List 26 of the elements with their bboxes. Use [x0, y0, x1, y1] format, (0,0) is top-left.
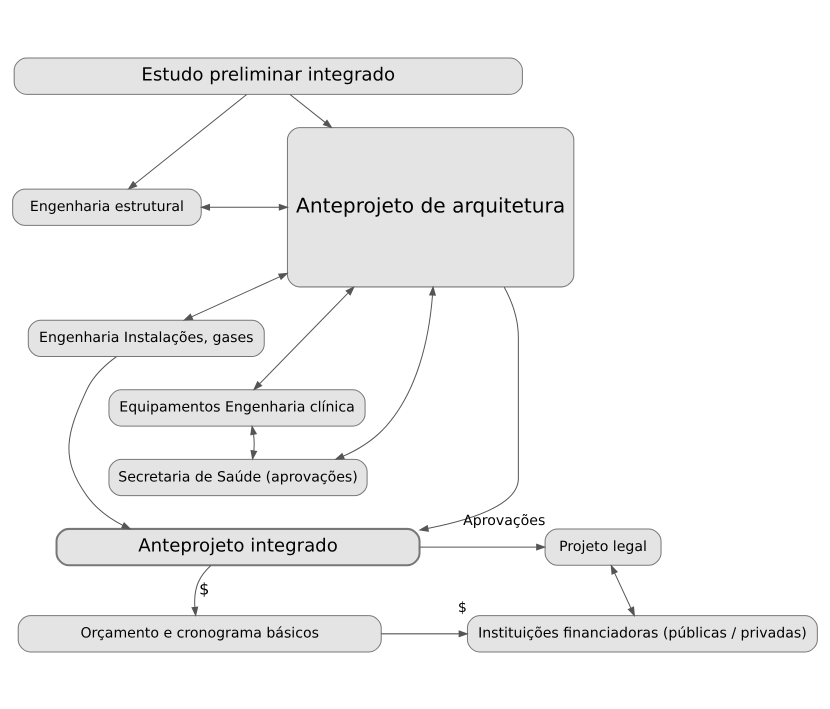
node-box: Engenharia estrutural [12, 188, 202, 226]
node-box: Anteprojeto integrado [56, 527, 421, 566]
edge-label: $ [199, 578, 210, 598]
arrow [191, 564, 212, 616]
node-box: Estudo preliminar integrado [14, 57, 523, 94]
arrow [182, 272, 289, 320]
node-box: Projeto legal [544, 528, 662, 566]
arrow [334, 284, 436, 460]
arrow [610, 564, 636, 616]
node-label: $ [458, 599, 467, 616]
node-box: Equipamentos Engenharia clínica [108, 388, 366, 426]
arrow [420, 543, 546, 550]
node-box: Orçamento e cronograma básicos [18, 614, 382, 652]
node-box: Secretaria de Saúde (aprovações) [108, 458, 368, 496]
node-label: Aprovações [463, 512, 546, 529]
arrow [290, 94, 333, 128]
arrow [418, 286, 519, 532]
node-box: Engenharia Instalações, gases [28, 319, 265, 357]
arrow [250, 424, 258, 460]
node-box: Anteprojeto de arquitetura [286, 126, 574, 287]
arrow [68, 356, 132, 529]
arrow [127, 94, 247, 190]
arrow [381, 630, 469, 637]
arrow [200, 203, 289, 210]
arrow [252, 285, 355, 390]
node-box: Instituições financiadoras (públicas / privadas) [466, 614, 818, 652]
